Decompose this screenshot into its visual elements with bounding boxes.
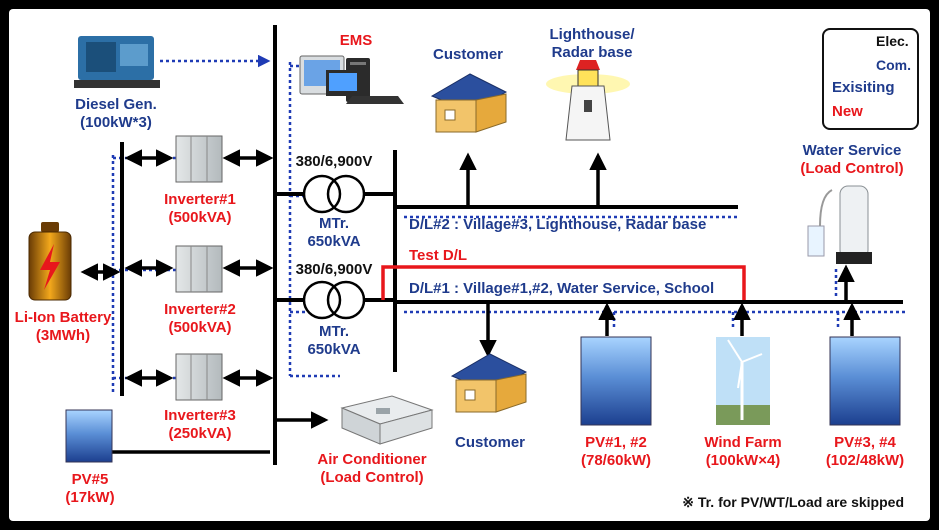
inverter-3-name: Inverter#3	[164, 407, 236, 424]
inverter-1-name: Inverter#1	[164, 191, 236, 208]
pv12-panel-icon	[580, 336, 652, 426]
transformer-1	[302, 174, 366, 214]
inverter-1-label: Inverter#1 (500kVA)	[150, 191, 250, 227]
tr1-label: MTr. 650kVA	[296, 215, 372, 251]
footnote: ※ Tr. for PV/WT/Load are skipped	[682, 494, 904, 510]
dl2-label: D/L#2 : Village#3, Lighthouse, Radar bas…	[409, 216, 707, 233]
tr1-rating: 650kVA	[307, 233, 361, 250]
lighthouse-icon	[546, 60, 630, 141]
legend-new-label: New	[832, 103, 863, 120]
lighthouse-label: Lighthouse/ Radar base	[540, 26, 644, 62]
aircon-label: Air Conditioner (Load Control)	[306, 451, 438, 487]
customer-top-label: Customer	[432, 46, 503, 63]
ems-computer-icon	[299, 55, 404, 104]
inverter-3-rating: (250kVA)	[168, 425, 232, 442]
pv34-name: PV#3, #4	[834, 434, 896, 451]
water-label: Water Service (Load Control)	[790, 142, 914, 178]
pv5-label: PV#5 (17kW)	[50, 471, 130, 507]
diesel-label: Diesel Gen. (100kW*3)	[66, 96, 166, 132]
inverter-1-rating: (500kVA)	[168, 209, 232, 226]
pv5-rating: (17kW)	[65, 489, 115, 506]
inverter-2-icon	[175, 245, 223, 293]
diesel-rating: (100kW*3)	[80, 114, 152, 131]
dl1-label: D/L#1 : Village#1,#2, Water Service, Sch…	[409, 280, 715, 297]
water-dispenser-icon	[807, 185, 872, 264]
customer-house-bottom-icon	[450, 353, 528, 413]
lighthouse-line1: Lighthouse/	[549, 26, 635, 43]
inverter-2-rating: (500kVA)	[168, 319, 232, 336]
power-arrows	[80, 149, 861, 454]
pv12-name: PV#1, #2	[585, 434, 647, 451]
air-conditioner-icon	[340, 395, 434, 445]
pv12-rating: (78/60kW)	[580, 452, 652, 469]
lighthouse-line2: Radar base	[551, 44, 633, 61]
inverter-3-icon	[175, 353, 223, 401]
legend-box	[822, 28, 919, 130]
legend-elec-label: Elec.	[876, 33, 909, 49]
battery-rating: (3MWh)	[35, 327, 91, 344]
tr2-rating: 650kVA	[307, 341, 361, 358]
customer-bottom-label: Customer	[454, 434, 525, 451]
aircon-name: Air Conditioner	[317, 451, 427, 468]
test-dl-line	[381, 265, 746, 300]
diesel-generator-icon	[74, 36, 160, 88]
battery-label: Li-Ion Battery (3MWh)	[4, 309, 122, 345]
wind-label: Wind Farm (100kW×4)	[690, 434, 796, 470]
ems-label: EMS	[339, 32, 373, 49]
battery-icon	[28, 222, 72, 301]
inverter-1-icon	[175, 135, 223, 183]
water-name: Water Service	[802, 142, 902, 159]
wind-farm-icon	[716, 337, 770, 425]
customer-house-top-icon	[430, 73, 508, 133]
wind-name: Wind Farm	[704, 434, 782, 451]
inverter-2-name: Inverter#2	[164, 301, 236, 318]
water-note: (Load Control)	[800, 160, 904, 177]
wind-rating: (100kW×4)	[705, 452, 781, 469]
inverter-3-label: Inverter#3 (250kVA)	[150, 407, 250, 443]
pv5-name: PV#5	[71, 471, 109, 488]
diesel-name: Diesel Gen.	[75, 96, 157, 113]
pv12-label: PV#1, #2 (78/60kW)	[566, 434, 666, 470]
test-dl-label: Test D/L	[409, 247, 468, 264]
battery-name: Li-Ion Battery	[14, 309, 112, 326]
elec-lines	[120, 25, 903, 465]
transformer-2	[302, 280, 366, 320]
tr2-name: MTr.	[318, 323, 349, 340]
tr2-voltage: 380/6,900V	[295, 261, 373, 278]
tr2-label: MTr. 650kVA	[296, 323, 372, 359]
tr1-voltage: 380/6,900V	[295, 153, 373, 170]
tr1-name: MTr.	[318, 215, 349, 232]
pv34-panel-icon	[829, 336, 901, 426]
inverter-2-label: Inverter#2 (500kVA)	[150, 301, 250, 337]
aircon-note: (Load Control)	[320, 469, 424, 486]
pv34-label: PV#3, #4 (102/48kW)	[812, 434, 918, 470]
pv5-panel-icon	[65, 409, 113, 463]
legend-existing-label: Exisiting	[832, 79, 895, 96]
pv34-rating: (102/48kW)	[825, 452, 905, 469]
legend-com-label: Com.	[876, 57, 911, 73]
